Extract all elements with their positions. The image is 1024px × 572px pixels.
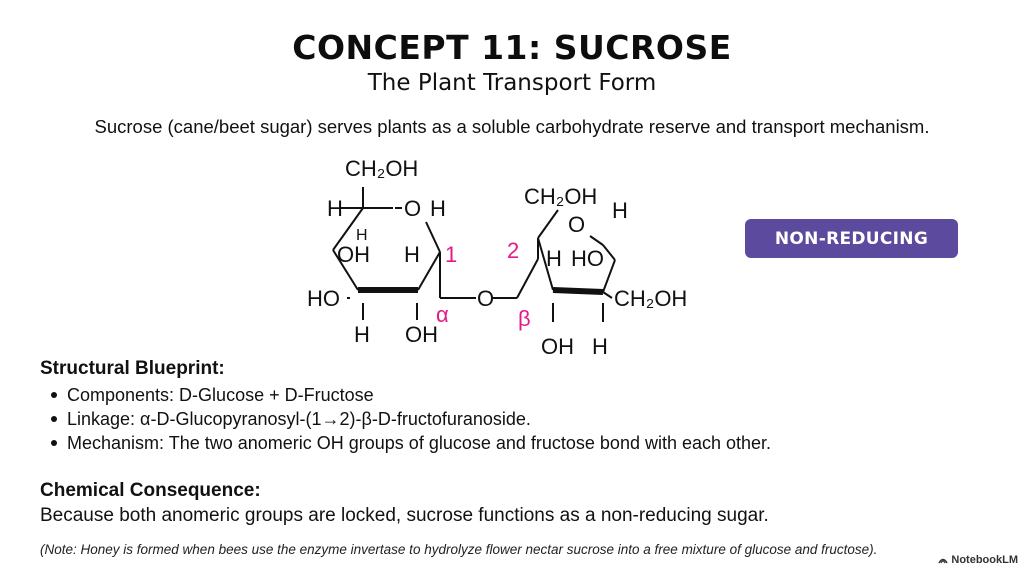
blueprint-heading: Structural Blueprint:	[40, 358, 225, 379]
list-item-text: Mechanism: The two anomeric OH groups of…	[67, 433, 772, 453]
glucose-h-c3-upper: H	[404, 242, 420, 267]
list-item: Mechanism: The two anomeric OH groups of…	[40, 431, 771, 455]
glucose-h-c3-lower: H	[354, 322, 370, 347]
glucose-h-ring-right: H	[430, 196, 446, 221]
notebooklm-watermark: NotebookLM	[938, 554, 1018, 566]
non-reducing-badge: NON-REDUCING	[745, 219, 958, 258]
fructose-ho-c3: HO	[571, 246, 604, 271]
footnote: (Note: Honey is formed when bees use the…	[40, 542, 878, 557]
glucose-oh-c2: OH	[405, 322, 438, 347]
list-item: Linkage: α-D-Glucopyranosyl-(1→2)-β-D-fr…	[40, 407, 771, 431]
fructose-bold-edge	[552, 287, 604, 295]
bullet-icon	[51, 392, 57, 398]
fructose-ch2oh-right: CH₂OH	[614, 286, 687, 311]
glucose-ring-o: O	[404, 196, 421, 221]
list-item-text: Linkage: α-D-Glucopyranosyl-(1→2)-β-D-fr…	[67, 409, 531, 429]
fructose-ch2oh-top: CH₂OH	[524, 184, 597, 209]
glucose-h-inner: H	[356, 227, 368, 244]
fructose-ring	[493, 209, 616, 322]
bullet-icon	[51, 440, 57, 446]
carbon-1-label: 1	[445, 242, 457, 267]
list-item-text: Components: D-Glucose + D-Fructose	[67, 385, 374, 405]
glucose-h-upper-left: H	[327, 196, 343, 221]
fructose-h-c3: H	[546, 246, 562, 271]
intro-text: Sucrose (cane/beet sugar) serves plants …	[94, 116, 930, 137]
carbon-2-label: 2	[507, 238, 519, 263]
page-subtitle: The Plant Transport Form	[367, 70, 657, 96]
notebooklm-logo-icon	[938, 558, 949, 564]
fructose-h-right-top: H	[612, 198, 628, 223]
glucose-ring	[332, 187, 476, 320]
page-title: CONCEPT 11: SUCROSE	[292, 28, 732, 67]
beta-label: β	[518, 306, 531, 331]
watermark-text: NotebookLM	[951, 554, 1018, 566]
glucose-oh-c4: OH	[337, 242, 370, 267]
consequence-text: Because both anomeric groups are locked,…	[40, 505, 769, 526]
glycosidic-oxygen: O	[477, 286, 494, 311]
alpha-label: α	[436, 302, 449, 327]
list-item: Components: D-Glucose + D-Fructose	[40, 383, 771, 407]
fructose-h-bottom: H	[592, 334, 608, 359]
glucose-ch2oh-label: CH₂OH	[345, 156, 418, 181]
fructose-ring-o: O	[568, 212, 585, 237]
bullet-icon	[51, 416, 57, 422]
fructose-oh-bottom: OH	[541, 334, 574, 359]
consequence-heading: Chemical Consequence:	[40, 480, 261, 501]
glucose-ho-c4: HO	[307, 286, 340, 311]
blueprint-list: Components: D-Glucose + D-Fructose Linka…	[40, 383, 771, 455]
